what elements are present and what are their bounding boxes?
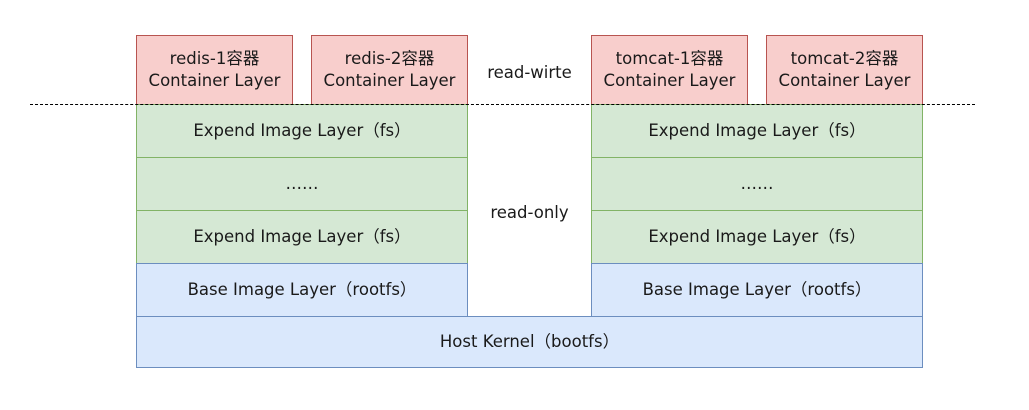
container-layer-label: Container Layer: [323, 71, 456, 90]
read-write-divider: [30, 104, 975, 105]
container-tomcat-2: tomcat-2容器 Container Layer: [766, 35, 923, 105]
read-only-label: read-only: [490, 203, 569, 222]
container-redis-1: redis-1容器 Container Layer: [136, 35, 293, 105]
container-layer-label: Container Layer: [603, 71, 736, 90]
read-write-label: read-wirte: [487, 63, 572, 82]
container-name: redis-2容器: [344, 49, 435, 68]
container-name: redis-1容器: [169, 49, 260, 68]
container-layer-label: Container Layer: [148, 71, 281, 90]
container-layer-label: Container Layer: [778, 71, 911, 90]
left-expend-image-layer-bottom: Expend Image Layer（fs）: [136, 210, 468, 264]
left-ellipsis-layer: ……: [136, 157, 468, 211]
left-expend-image-layer-top: Expend Image Layer（fs）: [136, 104, 468, 158]
container-name: tomcat-1容器: [615, 49, 724, 68]
right-expend-image-layer-top: Expend Image Layer（fs）: [591, 104, 923, 158]
container-tomcat-1: tomcat-1容器 Container Layer: [591, 35, 748, 105]
right-expend-image-layer-bottom: Expend Image Layer（fs）: [591, 210, 923, 264]
right-base-image-layer: Base Image Layer（rootfs）: [591, 263, 923, 317]
host-kernel-layer: Host Kernel（bootfs）: [136, 316, 923, 368]
container-redis-2: redis-2容器 Container Layer: [311, 35, 468, 105]
left-base-image-layer: Base Image Layer（rootfs）: [136, 263, 468, 317]
container-name: tomcat-2容器: [790, 49, 899, 68]
right-ellipsis-layer: ……: [591, 157, 923, 211]
